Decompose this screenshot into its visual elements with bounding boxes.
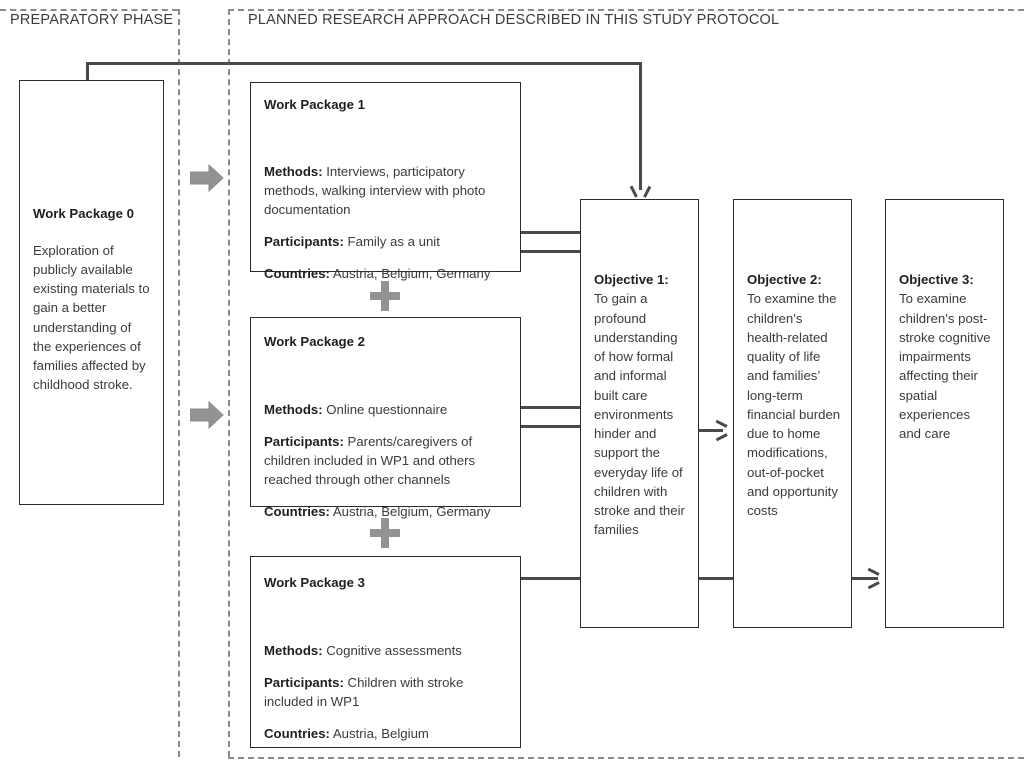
wp0-to-objective1-drop	[639, 62, 642, 190]
planned-phase-top-dash	[228, 9, 1024, 11]
preparatory-phase-right-dash	[178, 9, 180, 757]
work-package-2-methods-label: Methods:	[264, 402, 323, 418]
wp0-to-objective1-arrowhead	[633, 186, 647, 197]
work-package-3-participants-label: Participants:	[264, 675, 344, 691]
work-package-2-participants-value: Parents/caregivers of children included …	[264, 434, 476, 487]
objective2-to-objective3-line	[852, 577, 878, 580]
work-package-3-methods-value: Cognitive assessments	[322, 643, 462, 659]
block-arrow-right-icon-wp1	[190, 163, 224, 193]
objective-1-box: Objective 1: To gain a profound understan…	[580, 199, 699, 628]
wp1-to-objective1-line	[521, 231, 631, 234]
work-package-3-participants-line: Participants: Children with stroke inclu…	[264, 674, 510, 711]
wp2-to-objective1-line	[521, 406, 631, 409]
work-package-2-participants-label: Participants:	[264, 434, 344, 450]
work-package-0-title: Work Package 0	[33, 206, 134, 221]
preparatory-phase-label: PREPARATORY PHASE	[10, 12, 174, 28]
work-package-1-participants-label: Participants:	[264, 233, 344, 249]
objective-3-box: Objective 3: To examine children’s post-s…	[885, 199, 1004, 628]
objective-1-title: Objective 1:	[594, 272, 669, 287]
work-package-2-countries-value: Austria, Belgium, Germany	[329, 503, 491, 519]
wp0-to-objective1-spine	[86, 62, 642, 65]
work-package-2-methods-value: Online questionnaire	[322, 402, 448, 418]
wp0-to-objective1-riser	[86, 62, 89, 82]
planned-phase-label: PLANNED RESEARCH APPROACH DESCRIBED IN T…	[248, 12, 780, 28]
work-package-2-details: Methods: Online questionnaire Participan…	[264, 388, 510, 534]
work-package-1-countries-label: Countries:	[264, 265, 330, 281]
objective1-to-objective2-arrowhead	[716, 423, 727, 437]
work-package-1-methods-value: Interviews, participatory methods, walki…	[264, 164, 486, 217]
work-package-3-title: Work Package 3	[264, 575, 365, 590]
work-package-1-participants-value: Family as a unit	[343, 233, 440, 249]
work-package-2-countries-line: Countries: Austria, Belgium, Germany	[264, 503, 510, 522]
objective-2-box: Objective 2: To examine the children’s he…	[733, 199, 852, 628]
work-package-1-methods-line: Methods: Interviews, participatory metho…	[264, 163, 510, 219]
planned-phase-left-dash	[228, 9, 230, 757]
objective-2-title: Objective 2:	[747, 272, 822, 287]
work-package-1-participants-line: Participants: Family as a unit	[264, 233, 510, 252]
objective-3-text: Objective 3: To examine children’s post-s…	[899, 270, 995, 443]
plus-icon-wp1-wp2	[370, 281, 400, 311]
work-package-1-details: Methods: Interviews, participatory metho…	[264, 150, 510, 296]
work-package-3-countries-line: Countries: Austria, Belgium	[264, 725, 510, 744]
block-arrow-right-icon-wp2	[190, 400, 224, 430]
work-package-3-countries-label: Countries:	[264, 725, 330, 741]
work-package-3-box: Work Package 3 Methods: Cognitive assess…	[250, 556, 521, 748]
objective1-objective2-tie-line	[699, 577, 734, 580]
work-package-0-body: Exploration of publicly available existi…	[33, 243, 150, 392]
work-package-0-box: Work Package 0 Exploration of publicly a…	[19, 80, 164, 505]
work-package-3-participants-value: Children with stroke included in WP1	[264, 675, 464, 709]
objective-3-title: Objective 3:	[899, 272, 974, 287]
work-package-1-countries-value: Austria, Belgium, Germany	[329, 265, 491, 281]
objective1-to-objective2-line	[699, 429, 723, 432]
planned-phase-bottom-dash	[228, 757, 1024, 759]
plus-icon-wp2-wp3	[370, 518, 400, 548]
work-package-2-methods-line: Methods: Online questionnaire	[264, 401, 510, 420]
objective-3-body: To examine children’s post-stroke cognit…	[899, 291, 991, 442]
work-package-2-participants-line: Participants: Parents/caregivers of chil…	[264, 433, 510, 489]
work-package-3-details: Methods: Cognitive assessments Participa…	[264, 629, 510, 757]
work-package-3-methods-label: Methods:	[264, 643, 323, 659]
objective-2-text: Objective 2: To examine the children’s he…	[747, 270, 843, 520]
work-package-1-methods-label: Methods:	[264, 164, 323, 180]
work-package-1-countries-line: Countries: Austria, Belgium, Germany	[264, 265, 510, 284]
objective-1-text: Objective 1: To gain a profound understan…	[594, 270, 690, 540]
work-package-2-box: Work Package 2 Methods: Online questionn…	[250, 317, 521, 519]
work-package-3-countries-value: Austria, Belgium	[329, 725, 429, 741]
objective2-to-objective3-arrowhead	[868, 571, 879, 585]
preparatory-phase-top-dash	[0, 9, 178, 11]
objective-1-body: To gain a profound understanding of how …	[594, 291, 685, 538]
work-package-1-box: Work Package 1 Methods: Interviews, part…	[250, 82, 521, 281]
work-package-2-countries-label: Countries:	[264, 503, 330, 519]
work-package-2-title: Work Package 2	[264, 334, 365, 349]
work-package-1-title: Work Package 1	[264, 97, 365, 112]
objective-2-body: To examine the children’s health-related…	[747, 291, 841, 519]
work-package-3-methods-line: Methods: Cognitive assessments	[264, 642, 510, 661]
